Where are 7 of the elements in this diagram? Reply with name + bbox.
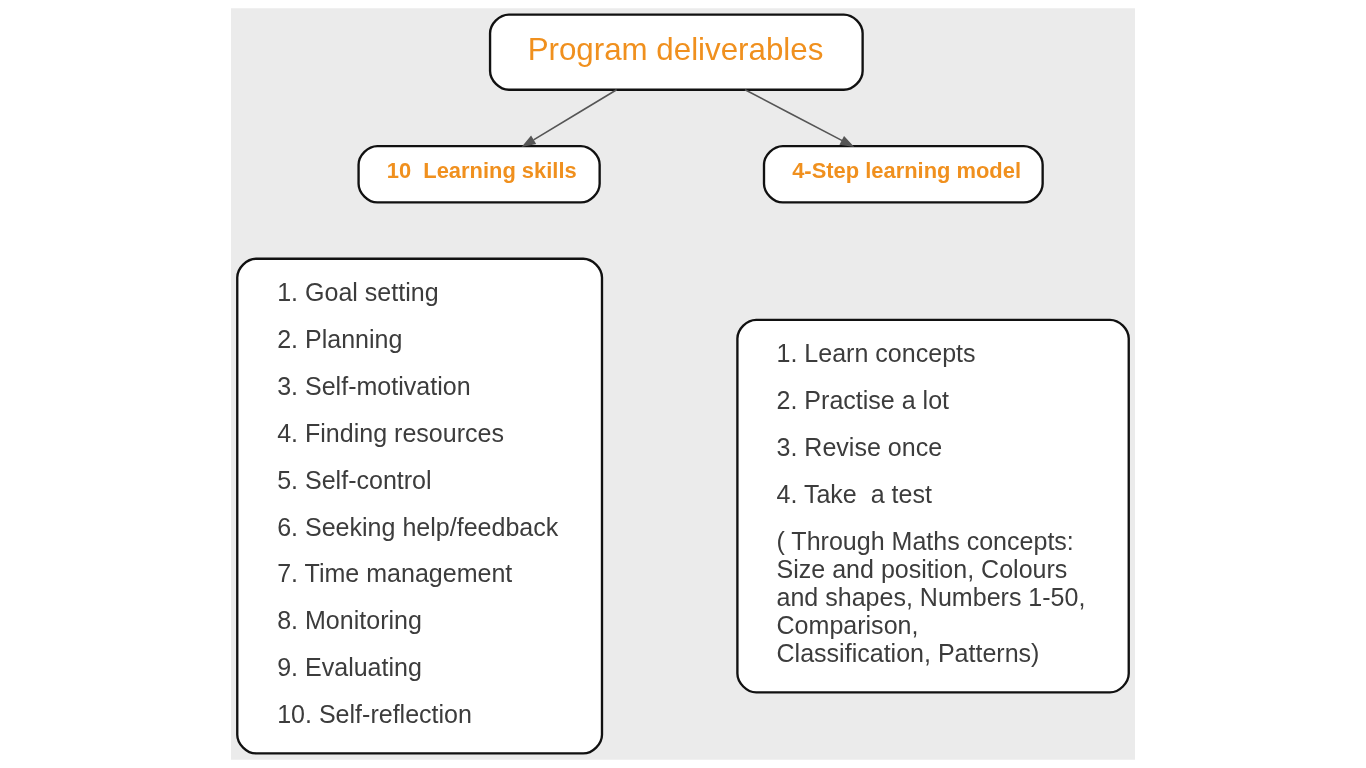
node-box: 1. Goal setting 2. Planning 3. Self-motivation 4. Finding resources 5. Self-control 6. Seeking help/feedback 7. Time management 8. Monitoring 9. Evaluating 10. Self-reflection [236, 257, 604, 755]
node-box: 10 Learning skills [357, 144, 601, 204]
node-box: 1. Learn concepts 2. Practise a lot 3. Revise once 4. Take a test ( Through Maths concepts: Size and position, Colours and shapes, Numbers 1-50, Comparison, Classification, Patterns) [736, 318, 1130, 694]
arrow [744, 88, 855, 147]
node-box: 4-Step learning model [762, 144, 1044, 204]
node-box: Program deliverables [488, 13, 864, 91]
arrow [521, 88, 618, 148]
